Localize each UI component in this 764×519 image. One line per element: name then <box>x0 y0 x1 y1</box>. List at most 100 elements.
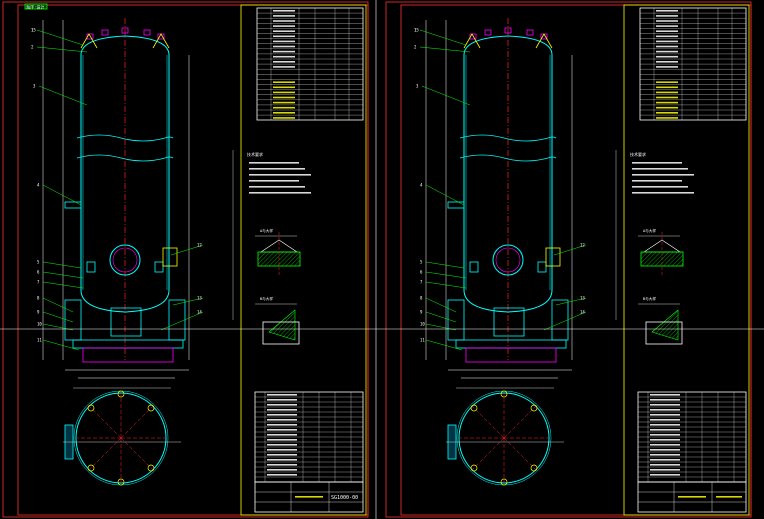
top-nozzle <box>526 29 534 36</box>
parts-list-cell <box>267 434 297 436</box>
part-number-label: 15 <box>31 28 36 33</box>
parts-list-cell <box>267 399 297 401</box>
parts-list-cell <box>267 409 297 411</box>
part-leader-line <box>38 85 88 106</box>
part-leader-line <box>421 85 471 106</box>
note-line <box>632 168 688 170</box>
sheet-tag-box <box>24 3 48 10</box>
detail-a-label: A与大样 <box>643 228 656 233</box>
part-number-label: 8 <box>420 296 423 301</box>
design-table-cell <box>273 40 295 43</box>
base-plate <box>465 347 557 363</box>
parts-list-cell <box>267 444 297 446</box>
design-table-cell <box>656 45 678 48</box>
part-number-label: 12 <box>580 243 585 248</box>
parts-list-cell <box>267 439 297 441</box>
plan-bolt-hole <box>500 390 508 398</box>
top-nozzle <box>101 29 109 36</box>
parts-list-cell <box>650 454 680 456</box>
part-leader-line <box>543 311 587 331</box>
parts-list-cell <box>650 414 680 416</box>
top-nozzle <box>121 27 129 34</box>
plan-radial-line <box>120 405 154 439</box>
notes-title: 技术要求 <box>630 151 646 157</box>
part-leader-line <box>553 244 587 256</box>
nozzle-table-cell <box>273 91 295 94</box>
parts-list-cell <box>650 444 680 446</box>
note-line <box>632 162 682 164</box>
part-number-label: 7 <box>420 280 423 285</box>
part-number-label: 7 <box>37 280 40 285</box>
part-leader-line <box>425 271 467 279</box>
nozzle-table-cell <box>656 112 678 114</box>
nozzle-table-cell <box>656 86 678 89</box>
plan-radial-line <box>471 405 505 439</box>
part-leader-line <box>42 339 80 351</box>
plan-bolt-hole <box>147 464 155 472</box>
part-number-label: 5 <box>420 260 423 265</box>
note-line <box>249 192 311 194</box>
parts-list-cell <box>650 419 680 421</box>
design-table-cell <box>656 50 678 53</box>
parts-list-cell <box>267 474 297 476</box>
part-number-label: 2 <box>414 45 417 50</box>
parts-list-cell <box>267 429 297 431</box>
base-plate <box>82 347 174 363</box>
part-number-label: 8 <box>37 296 40 301</box>
drain-box <box>493 307 525 337</box>
nozzle-table-cell <box>273 117 295 119</box>
note-line <box>632 186 688 188</box>
detail-b-label: B与大样 <box>643 296 656 301</box>
nozzle-table-cell <box>656 96 678 99</box>
part-leader-line <box>42 297 74 313</box>
side-nozzle-left <box>86 261 96 273</box>
plan-radial-line <box>88 405 122 439</box>
detail-b-frame <box>645 321 683 345</box>
note-line <box>249 186 305 188</box>
manway-flange <box>112 247 138 273</box>
part-leader-line <box>42 261 82 269</box>
lifting-lug-left <box>80 33 98 49</box>
part-number-label: 13 <box>580 296 585 301</box>
nozzle-table-cell <box>273 81 295 83</box>
design-table-cell <box>656 30 678 32</box>
vessel-top-head <box>80 35 170 56</box>
part-leader-line <box>425 339 463 351</box>
parts-list-cell <box>650 469 680 471</box>
parts-list-cell <box>267 404 297 406</box>
part-number-label: 11 <box>420 338 425 343</box>
note-line <box>632 174 694 176</box>
side-instrument-box <box>545 247 561 267</box>
sheet-inner-frame <box>400 4 752 516</box>
title-block <box>254 481 364 513</box>
part-leader-line <box>42 184 82 206</box>
nozzle-table-cell <box>273 106 295 109</box>
design-table-cell <box>656 25 678 27</box>
parts-list-cell <box>650 464 680 466</box>
note-line <box>249 162 299 164</box>
part-number-label: 3 <box>33 84 36 89</box>
drawing-sheet-left: 海洋·设计123456789101112131415技术要求A与大样B与大样SG… <box>2 1 369 518</box>
parts-list-cell <box>650 404 680 406</box>
sheet-inner-frame <box>17 4 369 516</box>
sheet-yellow-frame <box>623 4 750 516</box>
plan-bolt-hole <box>147 404 155 412</box>
design-table-cell <box>273 55 295 58</box>
title-block <box>637 481 747 513</box>
plan-bolt-hole <box>87 464 95 472</box>
parts-list-cell <box>650 429 680 431</box>
parts-list-cell <box>267 464 297 466</box>
design-table-cell <box>273 10 295 12</box>
detail-b-section <box>651 309 679 341</box>
plan-radial-line <box>88 437 122 471</box>
shell-break-line-lower <box>76 154 174 162</box>
lifting-lug-right <box>152 33 170 49</box>
design-table-cell <box>273 25 295 27</box>
nozzle-table-cell <box>656 117 678 119</box>
part-number-label: 4 <box>420 183 423 188</box>
parts-list-cell <box>650 394 680 396</box>
part-leader-line <box>170 244 204 256</box>
note-line <box>249 180 299 182</box>
